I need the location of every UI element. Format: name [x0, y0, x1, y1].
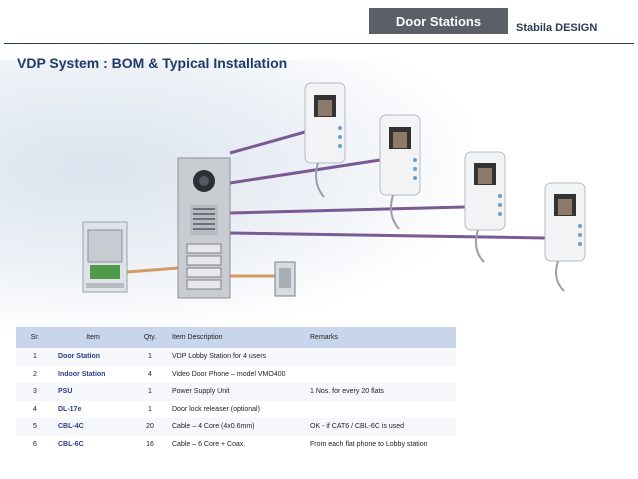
cell-sr: 1 — [16, 348, 54, 366]
cell-description: Door lock releaser (optional) — [168, 400, 306, 418]
power-line-psu — [126, 266, 179, 274]
cell-qty: 16 — [132, 435, 168, 453]
indoor-phone-icon-3 — [464, 151, 506, 263]
cell-description: Power Supply Unit — [168, 383, 306, 401]
bom-header-row: Sr. Item Qty. Item Description Remarks — [16, 327, 456, 348]
header-qty: Qty. — [132, 327, 168, 348]
header-sr: Sr. — [16, 327, 54, 348]
section-label: Door Stations — [395, 13, 482, 29]
bus-lines — [229, 130, 546, 240]
table-row: 5 CBL-4C 20 Cable – 4 Core (4x0.6mm) OK … — [16, 418, 456, 436]
header-item: Item — [54, 327, 132, 348]
bus-line-4 — [229, 231, 546, 240]
cell-remarks — [306, 400, 456, 418]
header-divider — [4, 43, 634, 44]
cell-item: Door Station — [54, 348, 132, 366]
cell-remarks — [306, 365, 456, 383]
cell-qty: 20 — [132, 418, 168, 436]
bus-line-1 — [229, 130, 306, 155]
cell-remarks: 1 Nos. for every 20 flats — [306, 383, 456, 401]
cell-remarks: From each flat phone to Lobby station — [306, 435, 456, 453]
cell-description: Video Door Phone – model VMO400 — [168, 365, 306, 383]
table-row: 2 Indoor Station 4 Video Door Phone – mo… — [16, 365, 456, 383]
cell-remarks: OK - if CAT6 / CBL-6C is used — [306, 418, 456, 436]
door-lock-icon — [274, 261, 296, 297]
table-row: 3 PSU 1 Power Supply Unit 1 Nos. for eve… — [16, 383, 456, 401]
brand-name: Stabila DESIGN — [516, 22, 598, 34]
cell-sr: 2 — [16, 365, 54, 383]
cell-item: CBL-6C — [54, 435, 132, 453]
cell-qty: 1 — [132, 400, 168, 418]
cell-item: PSU — [54, 383, 132, 401]
table-row: 1 Door Station 1 VDP Lobby Station for 4… — [16, 348, 456, 366]
cell-qty: 4 — [132, 365, 168, 383]
bom-table: Sr. Item Qty. Item Description Remarks 1… — [16, 327, 456, 453]
indoor-phone-icon-2 — [379, 114, 421, 230]
table-row: 4 DL-17e 1 Door lock releaser (optional) — [16, 400, 456, 418]
section-header-bar: Door Stations — [369, 8, 508, 34]
cell-item: CBL-4C — [54, 418, 132, 436]
cell-item: DL-17e — [54, 400, 132, 418]
cell-qty: 1 — [132, 383, 168, 401]
cell-description: Cable – 4 Core (4x0.6mm) — [168, 418, 306, 436]
bus-line-2 — [229, 158, 381, 185]
indoor-phone-icon-1 — [304, 82, 346, 198]
cell-item: Indoor Station — [54, 365, 132, 383]
page-title: VDP System : BOM & Typical Installation — [17, 55, 288, 71]
bus-line-3 — [229, 205, 466, 215]
cell-sr: 3 — [16, 383, 54, 401]
cell-qty: 1 — [132, 348, 168, 366]
cell-sr: 4 — [16, 400, 54, 418]
header-description: Item Description — [168, 327, 306, 348]
cell-sr: 5 — [16, 418, 54, 436]
psu-unit-icon — [82, 221, 128, 293]
installation-diagram — [82, 82, 586, 299]
header-remarks: Remarks — [306, 327, 456, 348]
door-station-panel-icon — [177, 157, 231, 299]
indoor-phone-icon-4 — [544, 182, 586, 292]
cell-description: VDP Lobby Station for 4 users — [168, 348, 306, 366]
cell-description: Cable – 6 Core + Coax. — [168, 435, 306, 453]
cell-sr: 6 — [16, 435, 54, 453]
table-row: 6 CBL-6C 16 Cable – 6 Core + Coax. From … — [16, 435, 456, 453]
power-lines — [126, 266, 275, 278]
cell-remarks — [306, 348, 456, 366]
